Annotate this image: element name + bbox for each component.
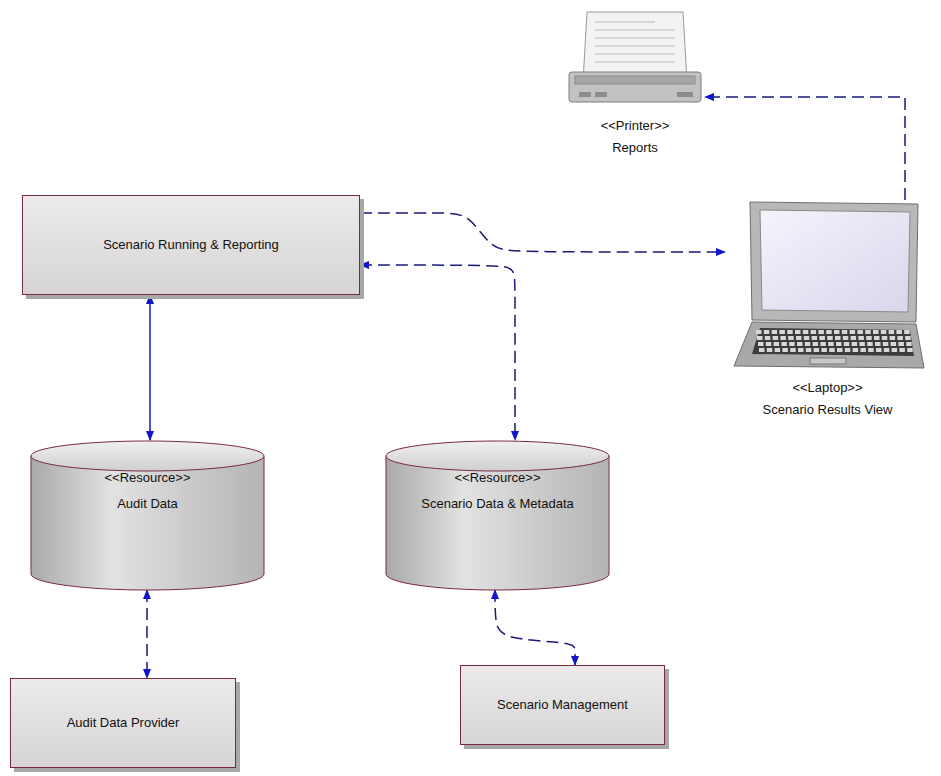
connector [495, 590, 575, 665]
stereotype-label: <<Laptop>> [792, 380, 862, 396]
connector [360, 265, 515, 440]
resource-cylinder: <<Resource>> Audit Data [30, 440, 265, 590]
node-label: Reports [612, 140, 658, 156]
process-box: Scenario Running & Reporting [22, 195, 360, 295]
connector [149, 295, 151, 440]
laptop-node: <<Laptop>> Scenario Results View [725, 200, 930, 415]
cyl-outline [385, 440, 610, 590]
stereotype-label: <<Printer>> [601, 118, 670, 134]
node-label: Scenario Results View [763, 402, 893, 418]
node-label: Audit Data [117, 496, 178, 512]
resource-cylinder: <<Resource>> Scenario Data & Metadata [385, 440, 610, 590]
node-label: Scenario Running & Reporting [103, 237, 279, 253]
connector [146, 590, 148, 678]
process-box: Scenario Management [460, 665, 665, 745]
node-label: Audit Data Provider [67, 715, 180, 731]
connector [705, 97, 905, 200]
cyl-outline [30, 440, 265, 590]
stereotype-label: <<Resource>> [104, 470, 190, 486]
node-label: Scenario Management [497, 697, 628, 713]
printer-node: <<Printer>> Reports [555, 10, 715, 170]
node-label: Scenario Data & Metadata [421, 496, 573, 512]
process-box: Audit Data Provider [10, 678, 236, 768]
stereotype-label: <<Resource>> [454, 470, 540, 486]
connector [360, 213, 725, 252]
